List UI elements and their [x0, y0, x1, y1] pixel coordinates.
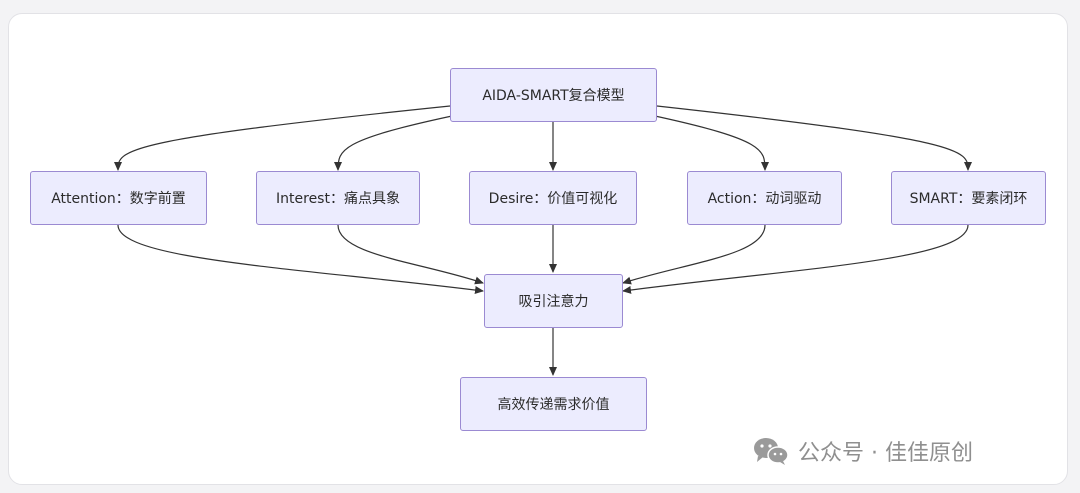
node-interest-label: Interest：痛点具象: [276, 191, 400, 207]
watermark-text: 公众号 · 佳佳原创: [798, 441, 973, 466]
node-root-label: AIDA-SMART复合模型: [482, 88, 625, 104]
node-deliver-label: 高效传递需求价值: [497, 397, 610, 413]
node-deliver: 高效传递需求价值: [460, 377, 647, 431]
node-attention-label: Attention：数字前置: [51, 191, 186, 207]
node-desire: Desire：价值可视化: [469, 171, 637, 225]
node-smart: SMART：要素闭环: [891, 171, 1046, 225]
node-action-label: Action：动词驱动: [707, 191, 822, 207]
watermark: 公众号 · 佳佳原创: [752, 434, 973, 468]
node-attention: Attention：数字前置: [30, 171, 207, 225]
node-smart-label: SMART：要素闭环: [909, 191, 1028, 207]
wechat-icon: [752, 436, 790, 466]
node-root: AIDA-SMART复合模型: [450, 68, 657, 122]
node-action: Action：动词驱动: [687, 171, 842, 225]
node-attract: 吸引注意力: [484, 274, 623, 328]
node-interest: Interest：痛点具象: [256, 171, 420, 225]
node-desire-label: Desire：价值可视化: [488, 191, 618, 207]
node-attract-label: 吸引注意力: [518, 294, 589, 310]
